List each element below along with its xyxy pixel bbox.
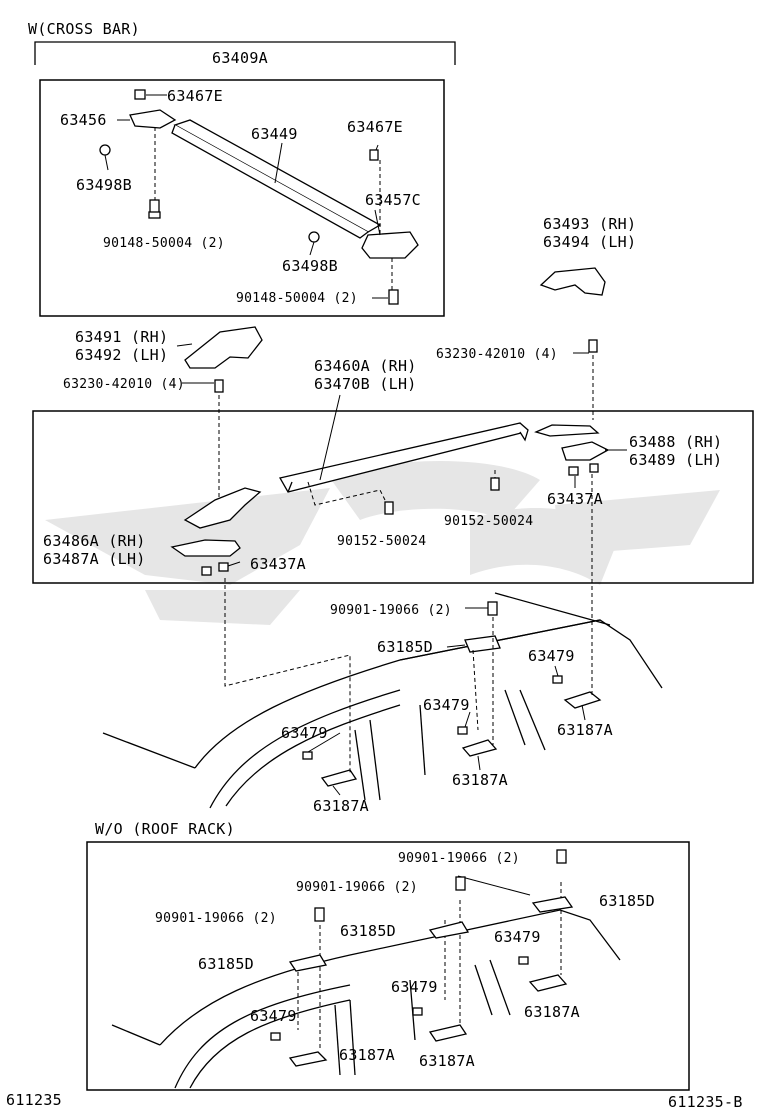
part-label: 63456 (60, 111, 107, 129)
leader-lines (154, 127, 594, 1050)
part-label: 63479 (528, 647, 575, 665)
part-label: 90901-19066 (2) (398, 851, 520, 866)
cross-bar-part (99, 89, 419, 305)
part-label: 63230-42010 (4) (63, 377, 185, 392)
cross-bar-bracket (34, 41, 456, 65)
cross-bar-section-title: W(CROSS BAR) (28, 20, 140, 38)
roof-rail-box (32, 410, 754, 584)
part-label: 63449 (251, 125, 298, 143)
part-label: 90148-50004 (2) (103, 236, 225, 251)
part-label: 63494 (LH) (543, 233, 637, 251)
part-label: 90152-50024 (444, 514, 534, 529)
part-label: 63492 (LH) (75, 346, 169, 364)
part-label: 63479 (494, 928, 541, 946)
part-label: 63185D (198, 955, 254, 973)
lower-brackets (270, 849, 574, 1067)
cross-bar-assembly-label: 63409A (212, 49, 268, 67)
part-label: 63479 (423, 696, 470, 714)
part-label: 63467E (167, 87, 223, 105)
watermark-logo (45, 460, 720, 625)
part-label: 63479 (391, 978, 438, 996)
roof-outline (102, 592, 663, 809)
part-label: 63457C (365, 191, 421, 209)
part-label: 63187A (452, 771, 508, 789)
part-label: 63187A (524, 1003, 580, 1021)
cross-bar-box (39, 79, 445, 317)
part-label: 63498B (282, 257, 338, 275)
part-label: 63486A (RH) (43, 532, 146, 550)
part-label: 63185D (377, 638, 433, 656)
part-label: 63488 (RH) (629, 433, 723, 451)
rear-cover-part (184, 326, 263, 369)
part-label: 90148-50004 (2) (236, 291, 358, 306)
part-label: 90901-19066 (2) (155, 911, 277, 926)
part-label: 63479 (281, 724, 328, 742)
part-label: 63187A (419, 1052, 475, 1070)
part-label: 63467E (347, 118, 403, 136)
lower-roof-outline (111, 909, 621, 1089)
part-label: 90901-19066 (2) (330, 603, 452, 618)
part-label: 63491 (RH) (75, 328, 169, 346)
part-label: 63185D (599, 892, 655, 910)
part-label: 90901-19066 (2) (296, 880, 418, 895)
part-label: 90152-50024 (337, 534, 427, 549)
part-label: 63479 (250, 1007, 297, 1025)
part-label: 63187A (313, 797, 369, 815)
diagram-code-left: 611235 (6, 1091, 62, 1109)
part-label: 63460A (RH) (314, 357, 417, 375)
part-label: 63498B (76, 176, 132, 194)
part-label: 63489 (LH) (629, 451, 723, 469)
without-roof-rack-title: W/O (ROOF RACK) (95, 820, 235, 838)
part-label: 63487A (LH) (43, 550, 146, 568)
part-label: 63437A (250, 555, 306, 573)
without-roof-rack-box (86, 841, 690, 1091)
part-label: 63187A (339, 1046, 395, 1064)
solid-leaders (104, 94, 627, 896)
roof-rail-part (170, 339, 610, 576)
diagram-code-right: 611235-B (668, 1093, 743, 1111)
part-label: 63230-42010 (4) (436, 347, 558, 362)
roof-brackets (302, 601, 602, 787)
part-label: 63470B (LH) (314, 375, 417, 393)
part-label: 63437A (547, 490, 603, 508)
part-label: 63187A (557, 721, 613, 739)
front-cover-part (539, 267, 606, 296)
part-label: 63493 (RH) (543, 215, 637, 233)
part-label: 63185D (340, 922, 396, 940)
